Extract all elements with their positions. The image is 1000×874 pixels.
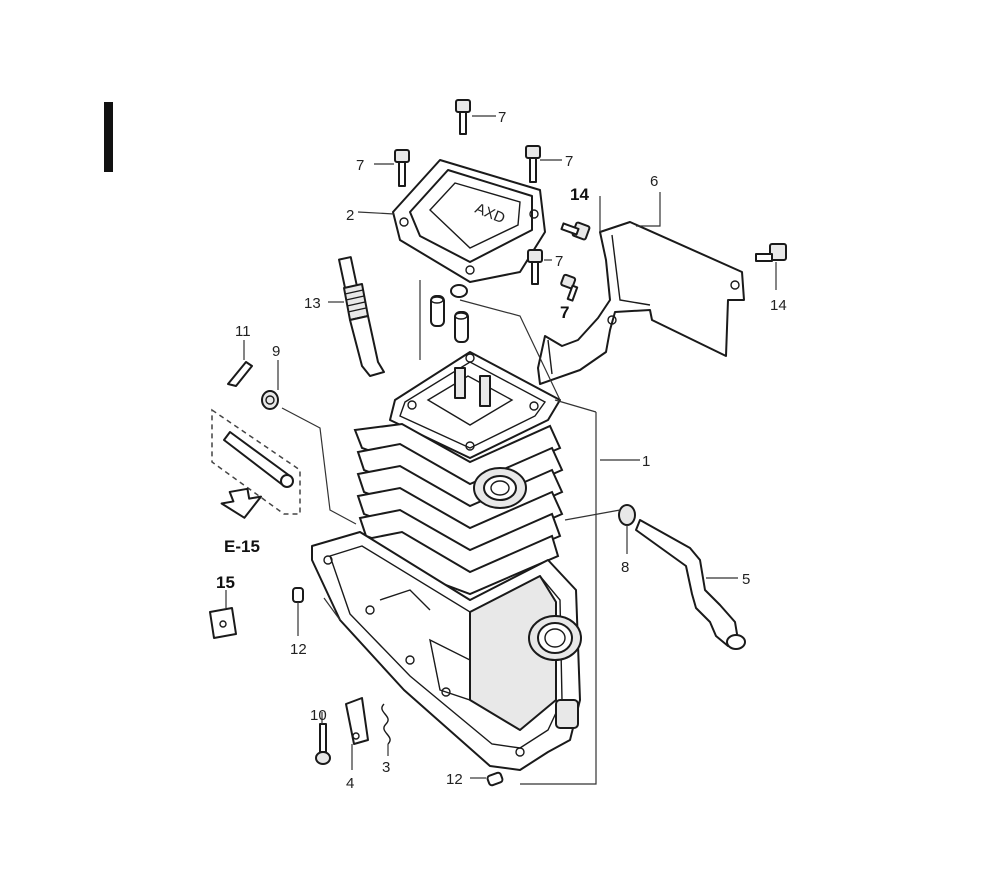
label-1: 1 <box>642 453 650 470</box>
bolt-7-right <box>525 145 541 183</box>
label-6: 6 <box>650 173 658 190</box>
label-8: 8 <box>621 559 629 576</box>
bolt-7-left <box>394 149 410 187</box>
block-15 <box>209 607 237 639</box>
washer-8 <box>618 504 636 526</box>
spring-3 <box>381 703 391 745</box>
screw-10 <box>315 723 331 765</box>
reference-group <box>211 408 301 519</box>
label-14-right: 14 <box>770 297 787 314</box>
label-13: 13 <box>304 295 321 312</box>
cylinder-part <box>311 351 582 771</box>
label-12-bottom: 12 <box>446 771 463 788</box>
label-7-left: 7 <box>356 157 364 174</box>
bolt-7-bracket <box>560 273 579 302</box>
label-2: 2 <box>346 207 354 224</box>
label-10: 10 <box>310 707 327 724</box>
cover-seal <box>450 284 468 298</box>
rod-part <box>635 519 746 650</box>
label-5: 5 <box>742 571 750 588</box>
bolt-7-top <box>455 99 471 135</box>
label-14-left: 14 <box>570 185 589 204</box>
label-4: 4 <box>346 775 354 792</box>
label-7-right: 7 <box>565 153 573 170</box>
label-12-left: 12 <box>290 641 307 658</box>
spark-plug-part <box>338 256 385 377</box>
bolt-14-left <box>560 221 591 241</box>
reference-label: E-15 <box>224 537 260 556</box>
label-7-lower: 7 <box>555 253 563 270</box>
guide-sleeve-lower <box>454 311 469 343</box>
label-11: 11 <box>235 323 251 340</box>
bracket-part <box>537 221 745 385</box>
head-cover-part: AXD <box>392 159 546 283</box>
clip-11 <box>227 361 253 387</box>
pin-12-bottom <box>486 771 504 787</box>
label-7-top: 7 <box>498 109 506 126</box>
washer-9 <box>261 390 279 410</box>
bolt-14-right <box>755 243 787 262</box>
label-7-bracket: 7 <box>560 303 569 322</box>
plate-4 <box>345 697 369 745</box>
label-3: 3 <box>382 759 390 776</box>
guide-sleeve-upper <box>430 295 445 327</box>
pin-12-left <box>292 587 304 603</box>
leader-lines <box>225 115 777 785</box>
label-9: 9 <box>272 343 280 360</box>
header-bar <box>104 102 113 172</box>
bolt-7-lower <box>527 249 543 285</box>
label-15: 15 <box>216 573 235 592</box>
